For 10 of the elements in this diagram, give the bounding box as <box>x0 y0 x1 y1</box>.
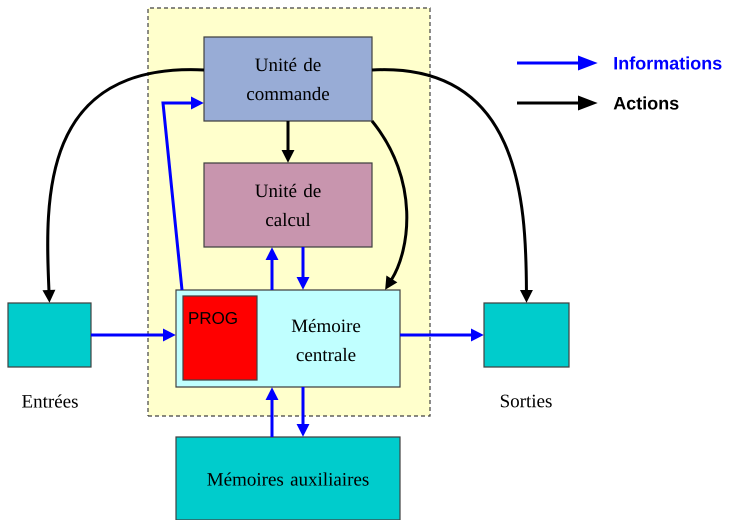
input-box: Entrées <box>7 302 92 408</box>
memory-box: Mémoires auxiliaires <box>175 436 401 520</box>
process-box: Unité de commande <box>203 36 373 122</box>
program-box: PROG <box>182 295 258 381</box>
node-label: Entrées <box>22 394 78 408</box>
legend-label: Informations <box>614 56 722 70</box>
legend-label: Actions <box>614 96 678 110</box>
node-label: Sorties <box>500 394 552 408</box>
process-box: Unité de calcul <box>203 162 373 248</box>
output-box: Sorties <box>483 302 570 408</box>
